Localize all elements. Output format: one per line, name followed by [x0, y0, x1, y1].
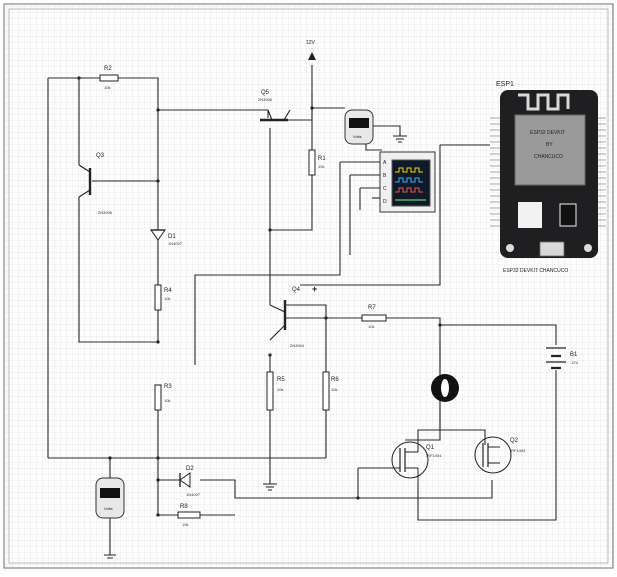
q2-part: IRF1404 — [510, 448, 526, 453]
scope-c: C — [383, 186, 387, 192]
resistor-r1[interactable]: R1 10k — [308, 149, 326, 176]
resistor-r7[interactable]: R7 10k — [361, 305, 387, 329]
q1-label: Q1 — [426, 445, 435, 451]
sheet-border — [3, 3, 614, 569]
q5-label: Q5 — [261, 90, 270, 96]
esp-chip-line1: ESP32 DEVKIT — [530, 130, 565, 136]
resistor-r5[interactable]: R5 10k — [266, 371, 285, 411]
r7-value: 10k — [368, 324, 374, 329]
r2-label: R2 — [104, 66, 112, 72]
esp32-board[interactable]: ESP1 ESP32 DEVKIT BY CHANCUCO ESP32 DEVK… — [490, 81, 606, 274]
r7-label: R7 — [368, 305, 376, 311]
transistor-q3[interactable]: Q3 2N3906 — [78, 153, 113, 215]
r4-label: R4 — [164, 288, 172, 294]
supply-terminal[interactable]: 12V — [306, 40, 316, 60]
r4-value: 10k — [164, 296, 170, 301]
resistor-r2[interactable]: R2 10k — [99, 66, 119, 90]
d2-label: D2 — [186, 466, 194, 472]
b1-label: B1 — [570, 352, 578, 358]
voltmeter-bottom[interactable]: Volts — [95, 477, 125, 519]
esp-caption: ESP32 DEVKIT CHANCUCO — [503, 268, 568, 274]
junction-dots — [77, 76, 442, 517]
resistor-r8[interactable]: R8 10k — [177, 504, 201, 527]
esp-label: ESP1 — [496, 81, 514, 88]
r3-value: 10k — [164, 398, 170, 403]
voltmeter-top-label: Volts — [353, 134, 362, 139]
scope-b: B — [383, 173, 387, 179]
q1-part: IRF1404 — [426, 453, 442, 458]
r6-value: 10k — [331, 387, 337, 392]
mosfet-q2[interactable]: Q2 IRF1404 — [474, 436, 526, 474]
b1-value: 12V — [571, 360, 578, 365]
mosfet-q1[interactable]: Q1 IRF1404 — [391, 440, 442, 482]
scope-a: A — [383, 160, 387, 166]
q4-part: 2N3904 — [290, 343, 305, 348]
q2-label: Q2 — [510, 438, 519, 444]
resistor-r4[interactable]: R4 10k — [154, 284, 172, 311]
ground-symbols — [104, 132, 407, 559]
resistor-r3[interactable]: R3 10k — [154, 384, 172, 411]
voltmeter-bottom-label: Volts — [104, 506, 113, 511]
r2-value: 10k — [104, 85, 110, 90]
battery-b1[interactable]: B1 12V — [546, 347, 578, 370]
scope-d: D — [383, 199, 387, 205]
q4-label: Q4 — [292, 287, 301, 293]
esp-chip-line3: CHANCUCO — [534, 154, 563, 160]
motor[interactable] — [431, 374, 459, 402]
supply-label: 12V — [306, 40, 316, 46]
voltmeter-top[interactable]: Volts — [344, 109, 374, 145]
r1-value: 10k — [318, 164, 324, 169]
wires — [47, 65, 557, 555]
diode-d2[interactable]: D2 1N4007 — [179, 466, 201, 497]
transistor-q5[interactable]: Q5 2N3906 — [258, 90, 291, 122]
esp-chip-line2: BY — [546, 142, 553, 148]
r8-value: 10k — [182, 522, 188, 527]
resistor-r6[interactable]: R6 10k — [322, 371, 339, 411]
r5-value: 10k — [277, 387, 283, 392]
plus-marker: + — [312, 284, 317, 294]
d1-part: 1N4007 — [168, 241, 183, 246]
transistor-q4[interactable]: Q4 2N3904 — [269, 287, 305, 348]
d1-label: D1 — [168, 234, 176, 240]
d2-part: 1N4007 — [186, 492, 201, 497]
r5-label: R5 — [277, 377, 285, 383]
r8-label: R8 — [180, 504, 188, 510]
q3-label: Q3 — [96, 153, 105, 159]
diode-d1[interactable]: D1 1N4007 — [150, 229, 183, 246]
r1-label: R1 — [318, 156, 326, 162]
q3-part: 2N3906 — [98, 210, 113, 215]
r6-label: R6 — [331, 377, 339, 383]
oscilloscope[interactable]: A B C D — [379, 151, 436, 213]
q5-part: 2N3906 — [258, 97, 273, 102]
r3-label: R3 — [164, 384, 172, 390]
